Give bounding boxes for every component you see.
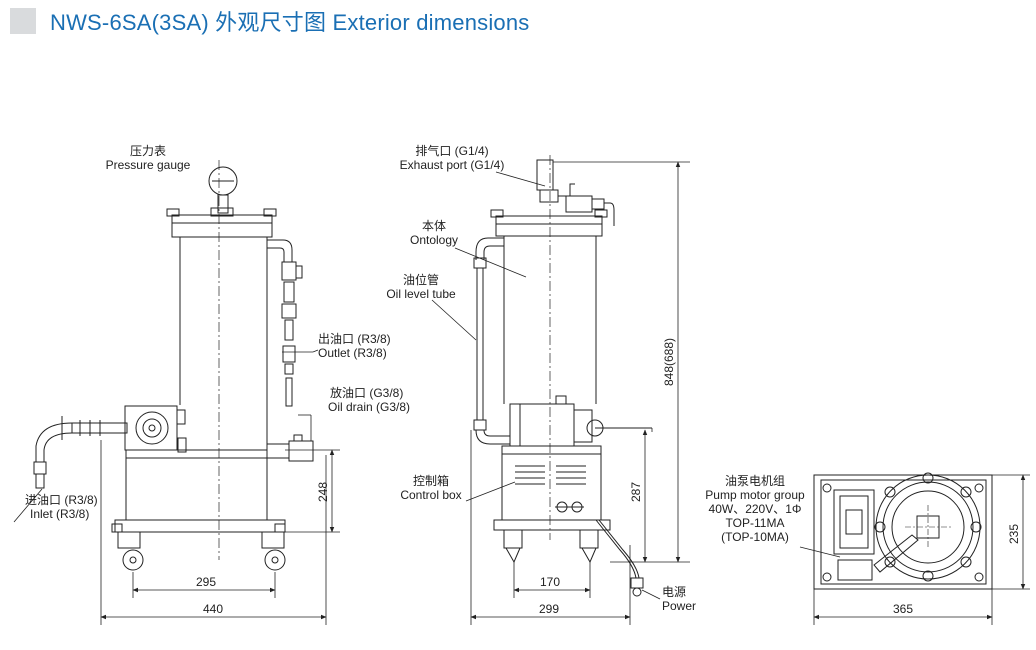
oil-drain-label-cn: 放油口 (G3/8) xyxy=(330,385,403,400)
page-title: NWS-6SA(3SA) 外观尺寸图 Exterior dimensions xyxy=(50,10,530,35)
top-flange xyxy=(874,472,982,582)
oil-level-tube xyxy=(473,237,510,445)
front-pump-block xyxy=(124,405,187,453)
oil-drain-label-en: Oil drain (G3/8) xyxy=(328,400,410,414)
top-dimensions xyxy=(813,474,1030,625)
dim-side-wheel-span: 170 xyxy=(540,575,560,589)
inlet-pipe xyxy=(33,416,128,489)
dimension-values: 440 295 248 848(688) 287 299 170 365 235 xyxy=(196,338,1021,616)
side-pump-motor xyxy=(509,395,652,447)
diagram-labels: 压力表 Pressure gauge 出油口 (R3/8) Outlet (R3… xyxy=(25,143,805,613)
dim-top-width: 365 xyxy=(893,602,913,616)
exhaust-port-label-en: Exhaust port (G1/4) xyxy=(400,158,505,172)
dim-front-base-width: 440 xyxy=(203,602,223,616)
inlet-label-en: Inlet (R3/8) xyxy=(30,507,89,521)
exhaust-port xyxy=(536,159,615,226)
oil-level-tube-label-cn: 油位管 xyxy=(403,272,439,287)
pump-motor-model: TOP-11MA xyxy=(726,516,785,530)
pressure-gauge-icon xyxy=(208,166,238,214)
dim-side-box-height: 287 xyxy=(629,482,643,502)
oil-drain-port xyxy=(266,434,314,462)
pressure-gauge-label-cn: 压力表 xyxy=(130,144,166,158)
front-leaders xyxy=(13,349,319,523)
dim-top-depth: 235 xyxy=(1007,524,1021,544)
oil-level-tube-label-en: Oil level tube xyxy=(386,287,456,301)
dim-side-total-height: 848(688) xyxy=(662,338,676,386)
side-dimensions xyxy=(470,161,690,625)
pump-motor-label-cn: 油泵电机组 xyxy=(725,474,785,488)
ontology-label-en: Ontology xyxy=(410,233,458,247)
top-view xyxy=(813,472,993,590)
control-box-label-en: Control box xyxy=(400,488,461,502)
power-cord xyxy=(595,519,644,597)
pressure-gauge-label-en: Pressure gauge xyxy=(106,158,191,172)
front-casters xyxy=(117,531,286,571)
outlet-label-cn: 出油口 (R3/8) xyxy=(318,332,391,346)
side-casters xyxy=(503,529,599,564)
dim-front-wheel-span: 295 xyxy=(196,575,216,589)
side-control-box xyxy=(501,445,602,521)
dim-front-box-height: 248 xyxy=(316,482,330,502)
outlet-label-en: Outlet (R3/8) xyxy=(318,346,387,360)
pump-motor-label-en: Pump motor group xyxy=(705,488,805,502)
pump-motor-spec: 40W、220V、1Φ xyxy=(709,502,802,516)
side-leaders xyxy=(431,171,661,600)
top-pump-motor xyxy=(833,489,919,581)
inlet-label-cn: 进油口 (R3/8) xyxy=(25,493,98,507)
dim-side-base-width: 299 xyxy=(539,602,559,616)
control-box-label-cn: 控制箱 xyxy=(413,473,449,488)
power-label-en: Power xyxy=(662,599,696,613)
ontology-label-cn: 本体 xyxy=(422,219,446,233)
power-label-cn: 电源 xyxy=(662,585,686,599)
exhaust-port-label-cn: 排气口 (G1/4) xyxy=(415,143,488,158)
pump-motor-model-alt: (TOP-10MA) xyxy=(721,530,789,544)
front-view xyxy=(33,160,314,571)
header-square-icon xyxy=(10,8,36,34)
side-view xyxy=(473,155,652,597)
outlet-pipe xyxy=(267,239,303,407)
page-header: NWS-6SA(3SA) 外观尺寸图 Exterior dimensions xyxy=(10,6,529,36)
front-dimensions xyxy=(100,440,340,625)
